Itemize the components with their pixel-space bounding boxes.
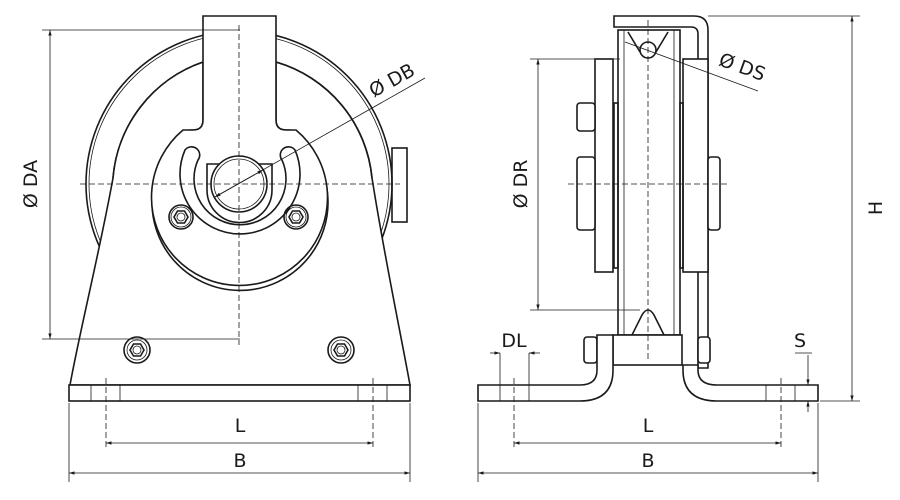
label-b: B bbox=[233, 450, 246, 472]
side-boss bbox=[391, 147, 408, 223]
nut bbox=[327, 336, 355, 364]
label-da: Ø DA bbox=[20, 160, 42, 208]
side-plate-right bbox=[682, 58, 709, 273]
base-plate bbox=[68, 384, 411, 402]
label-l: L bbox=[235, 415, 246, 437]
nut bbox=[283, 204, 309, 230]
groove-top bbox=[627, 31, 669, 53]
bolt-head bbox=[576, 102, 596, 132]
side-plate-left bbox=[594, 58, 614, 273]
side-view: Ø DR Ø DS H DL S L B bbox=[477, 15, 887, 482]
adjustment-slot bbox=[179, 146, 301, 235]
bearing-right bbox=[679, 102, 684, 269]
bolt-head bbox=[583, 336, 598, 364]
foot-left bbox=[477, 334, 614, 402]
stand-arc bbox=[112, 61, 373, 179]
bolt-head bbox=[707, 156, 721, 231]
nut bbox=[123, 336, 151, 364]
dim-ds-line bbox=[624, 41, 759, 92]
label-ds: Ø DS bbox=[716, 49, 768, 86]
label-db: Ø DB bbox=[365, 59, 418, 102]
foot-right bbox=[682, 364, 819, 402]
front-view: Ø DA Ø DB L B bbox=[20, 15, 426, 482]
label-dl: DL bbox=[501, 330, 527, 352]
label-dr: Ø DR bbox=[510, 160, 532, 209]
nut bbox=[168, 204, 194, 230]
bearing-left bbox=[613, 102, 619, 269]
bolt-head bbox=[697, 336, 711, 364]
label-b: B bbox=[641, 450, 654, 472]
label-s: S bbox=[794, 330, 806, 352]
label-h: H bbox=[865, 201, 887, 215]
bottom-block bbox=[612, 334, 683, 366]
label-l: L bbox=[643, 415, 654, 437]
top-bracket-plate bbox=[150, 15, 329, 287]
hub-housing bbox=[206, 163, 273, 224]
wheel bbox=[617, 29, 681, 336]
dim-db-arrows bbox=[214, 169, 264, 198]
nuts bbox=[123, 204, 355, 364]
bolt-head bbox=[576, 156, 596, 231]
